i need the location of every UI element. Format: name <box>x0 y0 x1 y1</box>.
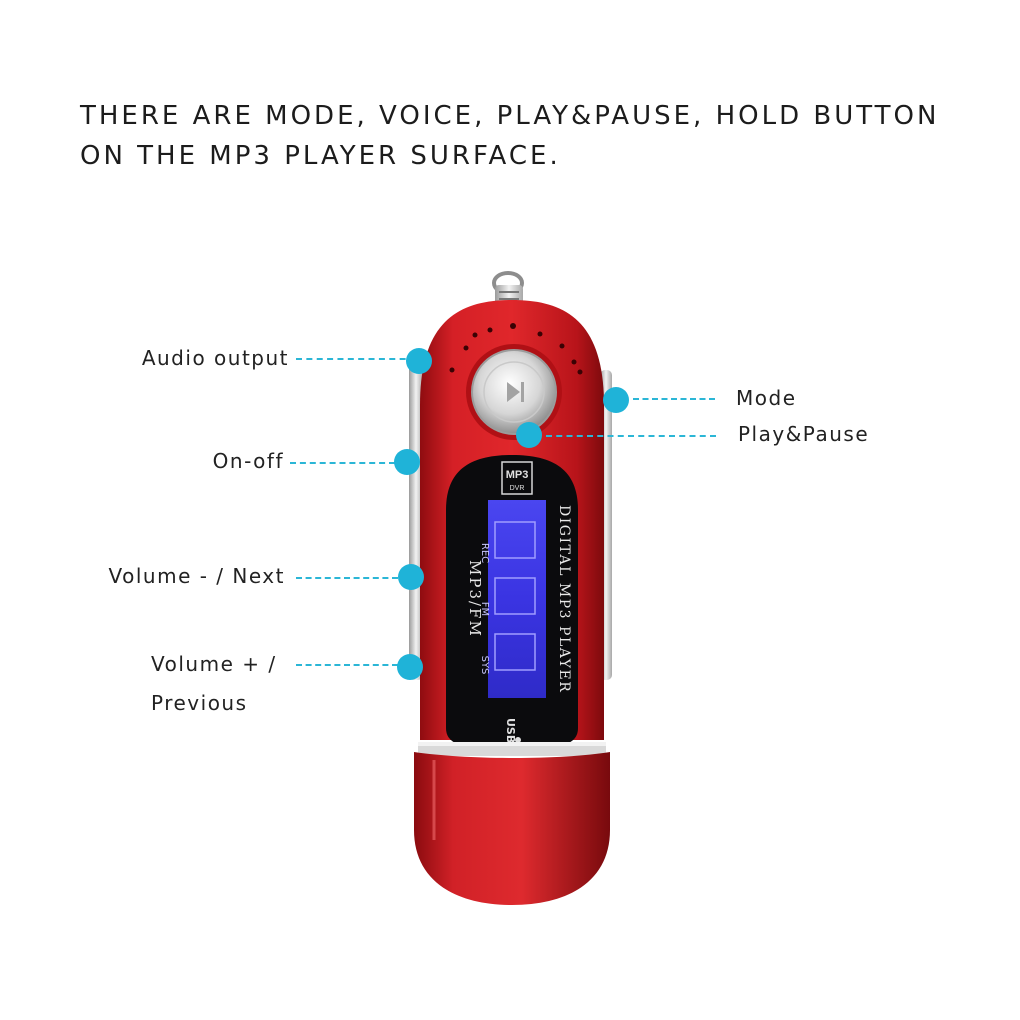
callout-volume-minus-next: Volume - / Next <box>108 564 285 588</box>
leader-audio-output <box>296 358 416 360</box>
leader-mode <box>633 398 715 400</box>
side-text-left: MP3/FM <box>466 560 484 638</box>
marker-volume-minus <box>398 564 424 590</box>
marker-audio-output <box>406 348 432 374</box>
side-text-right: DIGITAL MP3 PLAYER <box>556 505 572 693</box>
callout-volume-plus-line-2: Previous <box>151 691 248 715</box>
lcd-menu-sys-label: SYS <box>479 656 490 675</box>
headline: THERE ARE MODE, VOICE, PLAY&PAUSE, HOLD … <box>80 96 980 176</box>
marker-on-off <box>394 449 420 475</box>
speaker-holes <box>449 323 583 375</box>
usb-cap <box>414 752 610 905</box>
callout-audio-output: Audio output <box>141 346 289 370</box>
callout-mode: Mode <box>736 386 797 410</box>
leader-on-off <box>290 462 395 464</box>
marker-volume-plus <box>397 654 423 680</box>
lcd-menu-fm: FM <box>479 577 536 616</box>
callout-volume-plus-line-1: Volume + / <box>151 652 277 676</box>
mp3-badge: MP3 DVR <box>501 461 533 495</box>
usb-label: USB <box>504 718 517 743</box>
left-side-rail <box>409 360 423 680</box>
lcd-menu-rec-label: REC <box>479 543 490 563</box>
leader-volume-plus <box>296 664 398 666</box>
marker-mode <box>603 387 629 413</box>
marker-play-pause <box>516 422 542 448</box>
callout-play-pause: Play&Pause <box>738 422 870 446</box>
leader-volume-minus <box>296 577 398 579</box>
lcd-screen: REC FM SYS <box>479 500 546 698</box>
badge-top-text: MP3 <box>506 469 529 481</box>
usb-logo: USB <box>504 718 521 743</box>
leader-play-pause <box>546 435 716 437</box>
badge-bottom-text: DVR <box>510 485 525 492</box>
callout-on-off: On-off <box>212 449 284 473</box>
lcd-menu-rec: REC <box>479 521 536 563</box>
callout-volume-plus-previous: Volume + / Previous <box>151 651 277 716</box>
lcd-menu-sys: SYS <box>479 633 536 675</box>
headline-line-2: ON THE MP3 PLAYER SURFACE. <box>80 141 561 171</box>
lcd-menu-fm-label: FM <box>479 602 490 616</box>
headline-line-1: THERE ARE MODE, VOICE, PLAY&PAUSE, HOLD … <box>80 101 940 131</box>
play-pause-button <box>466 344 562 440</box>
